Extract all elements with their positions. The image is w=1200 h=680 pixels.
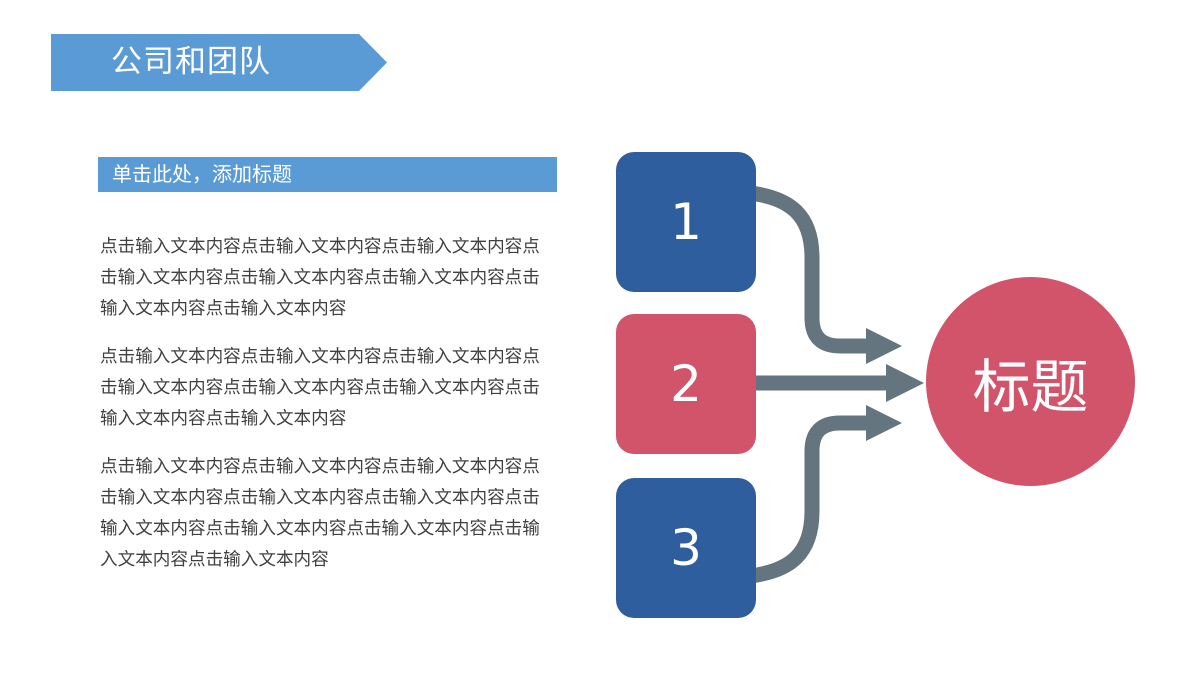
connector-3 bbox=[748, 415, 872, 584]
step-label-2: 2 bbox=[670, 355, 702, 413]
banner-arrow-shape bbox=[51, 34, 387, 91]
body-paragraph-2[interactable]: 点击输入文本内容点击输入文本内容点击输入文本内容点击输入文本内容点击输入文本内容… bbox=[100, 347, 540, 429]
connector-1 bbox=[748, 185, 872, 354]
target-label: 标题 bbox=[972, 352, 1089, 421]
step-box-3[interactable]: 3 bbox=[616, 478, 756, 618]
arrowhead-1 bbox=[866, 328, 902, 364]
body-paragraph-1[interactable]: 点击输入文本内容点击输入文本内容点击输入文本内容点击输入文本内容点击输入文本内容… bbox=[100, 237, 540, 319]
target-circle[interactable]: 标题 bbox=[926, 277, 1135, 486]
page-title: 公司和团队 bbox=[111, 44, 271, 80]
step-label-3: 3 bbox=[670, 519, 702, 577]
section-heading[interactable]: 单击此处，添加标题 bbox=[98, 157, 557, 192]
body-paragraph-3[interactable]: 点击输入文本内容点击输入文本内容点击输入文本内容点击输入文本内容点击输入文本内容… bbox=[100, 457, 540, 570]
arrowhead-3 bbox=[866, 405, 902, 441]
step-box-2[interactable]: 2 bbox=[616, 314, 756, 454]
step-label-1: 1 bbox=[670, 193, 702, 251]
step-box-1[interactable]: 1 bbox=[616, 152, 756, 292]
arrowhead-2 bbox=[886, 364, 924, 402]
title-banner: 公司和团队 bbox=[51, 34, 387, 91]
